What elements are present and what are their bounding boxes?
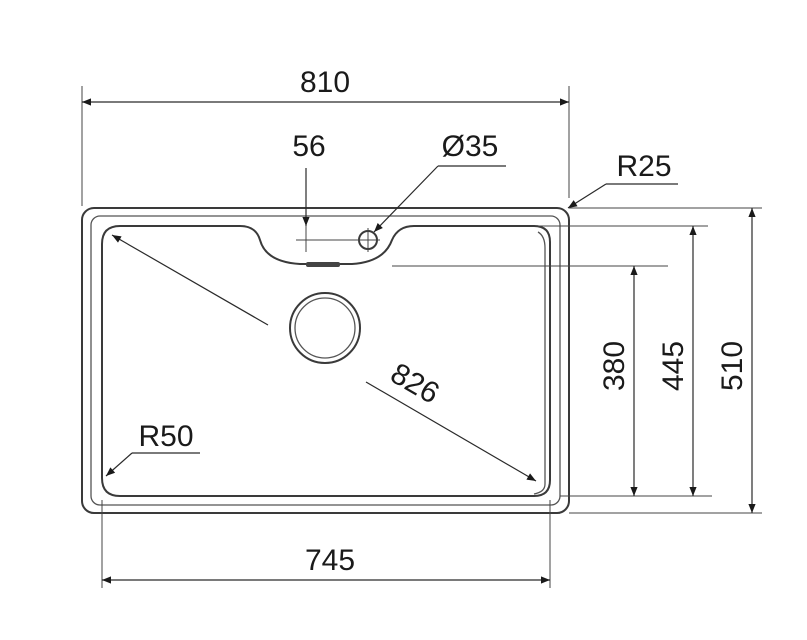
label-380: 380 — [598, 341, 631, 391]
dim-bowl-depth: 445 — [657, 226, 697, 496]
label-510: 510 — [716, 341, 749, 391]
dim-tap-offset: 56 — [292, 130, 356, 252]
dim-bowl-width: 745 — [101, 500, 551, 588]
label-445: 445 — [657, 341, 690, 391]
dim-right-extensions — [392, 207, 762, 514]
label-745: 745 — [305, 544, 355, 577]
label-tap-hole: Ø35 — [442, 130, 499, 163]
sink-inner-rim — [90, 215, 561, 506]
bowl-inner-edge — [533, 231, 546, 495]
sink-bowl — [101, 225, 551, 497]
dim-outer-radius: R25 — [567, 150, 678, 209]
dim-overall-depth: 510 — [716, 208, 756, 513]
label-810: 810 — [300, 66, 350, 99]
label-826: 826 — [385, 357, 445, 411]
drain-outer — [289, 292, 361, 364]
dim-tap-hole: Ø35 — [373, 130, 506, 233]
label-56: 56 — [292, 130, 325, 163]
dim-bowl-depth-inner: 380 — [598, 266, 638, 496]
sink-outer-rim — [81, 207, 570, 514]
overflow-slot — [306, 262, 340, 267]
label-r50: R50 — [138, 420, 193, 453]
label-r25: R25 — [616, 150, 671, 183]
drain-inner — [294, 297, 356, 359]
sink-outline — [81, 207, 570, 514]
dim-bowl-radius: R50 — [105, 420, 200, 477]
dim-overall-width: 810 — [81, 66, 570, 206]
